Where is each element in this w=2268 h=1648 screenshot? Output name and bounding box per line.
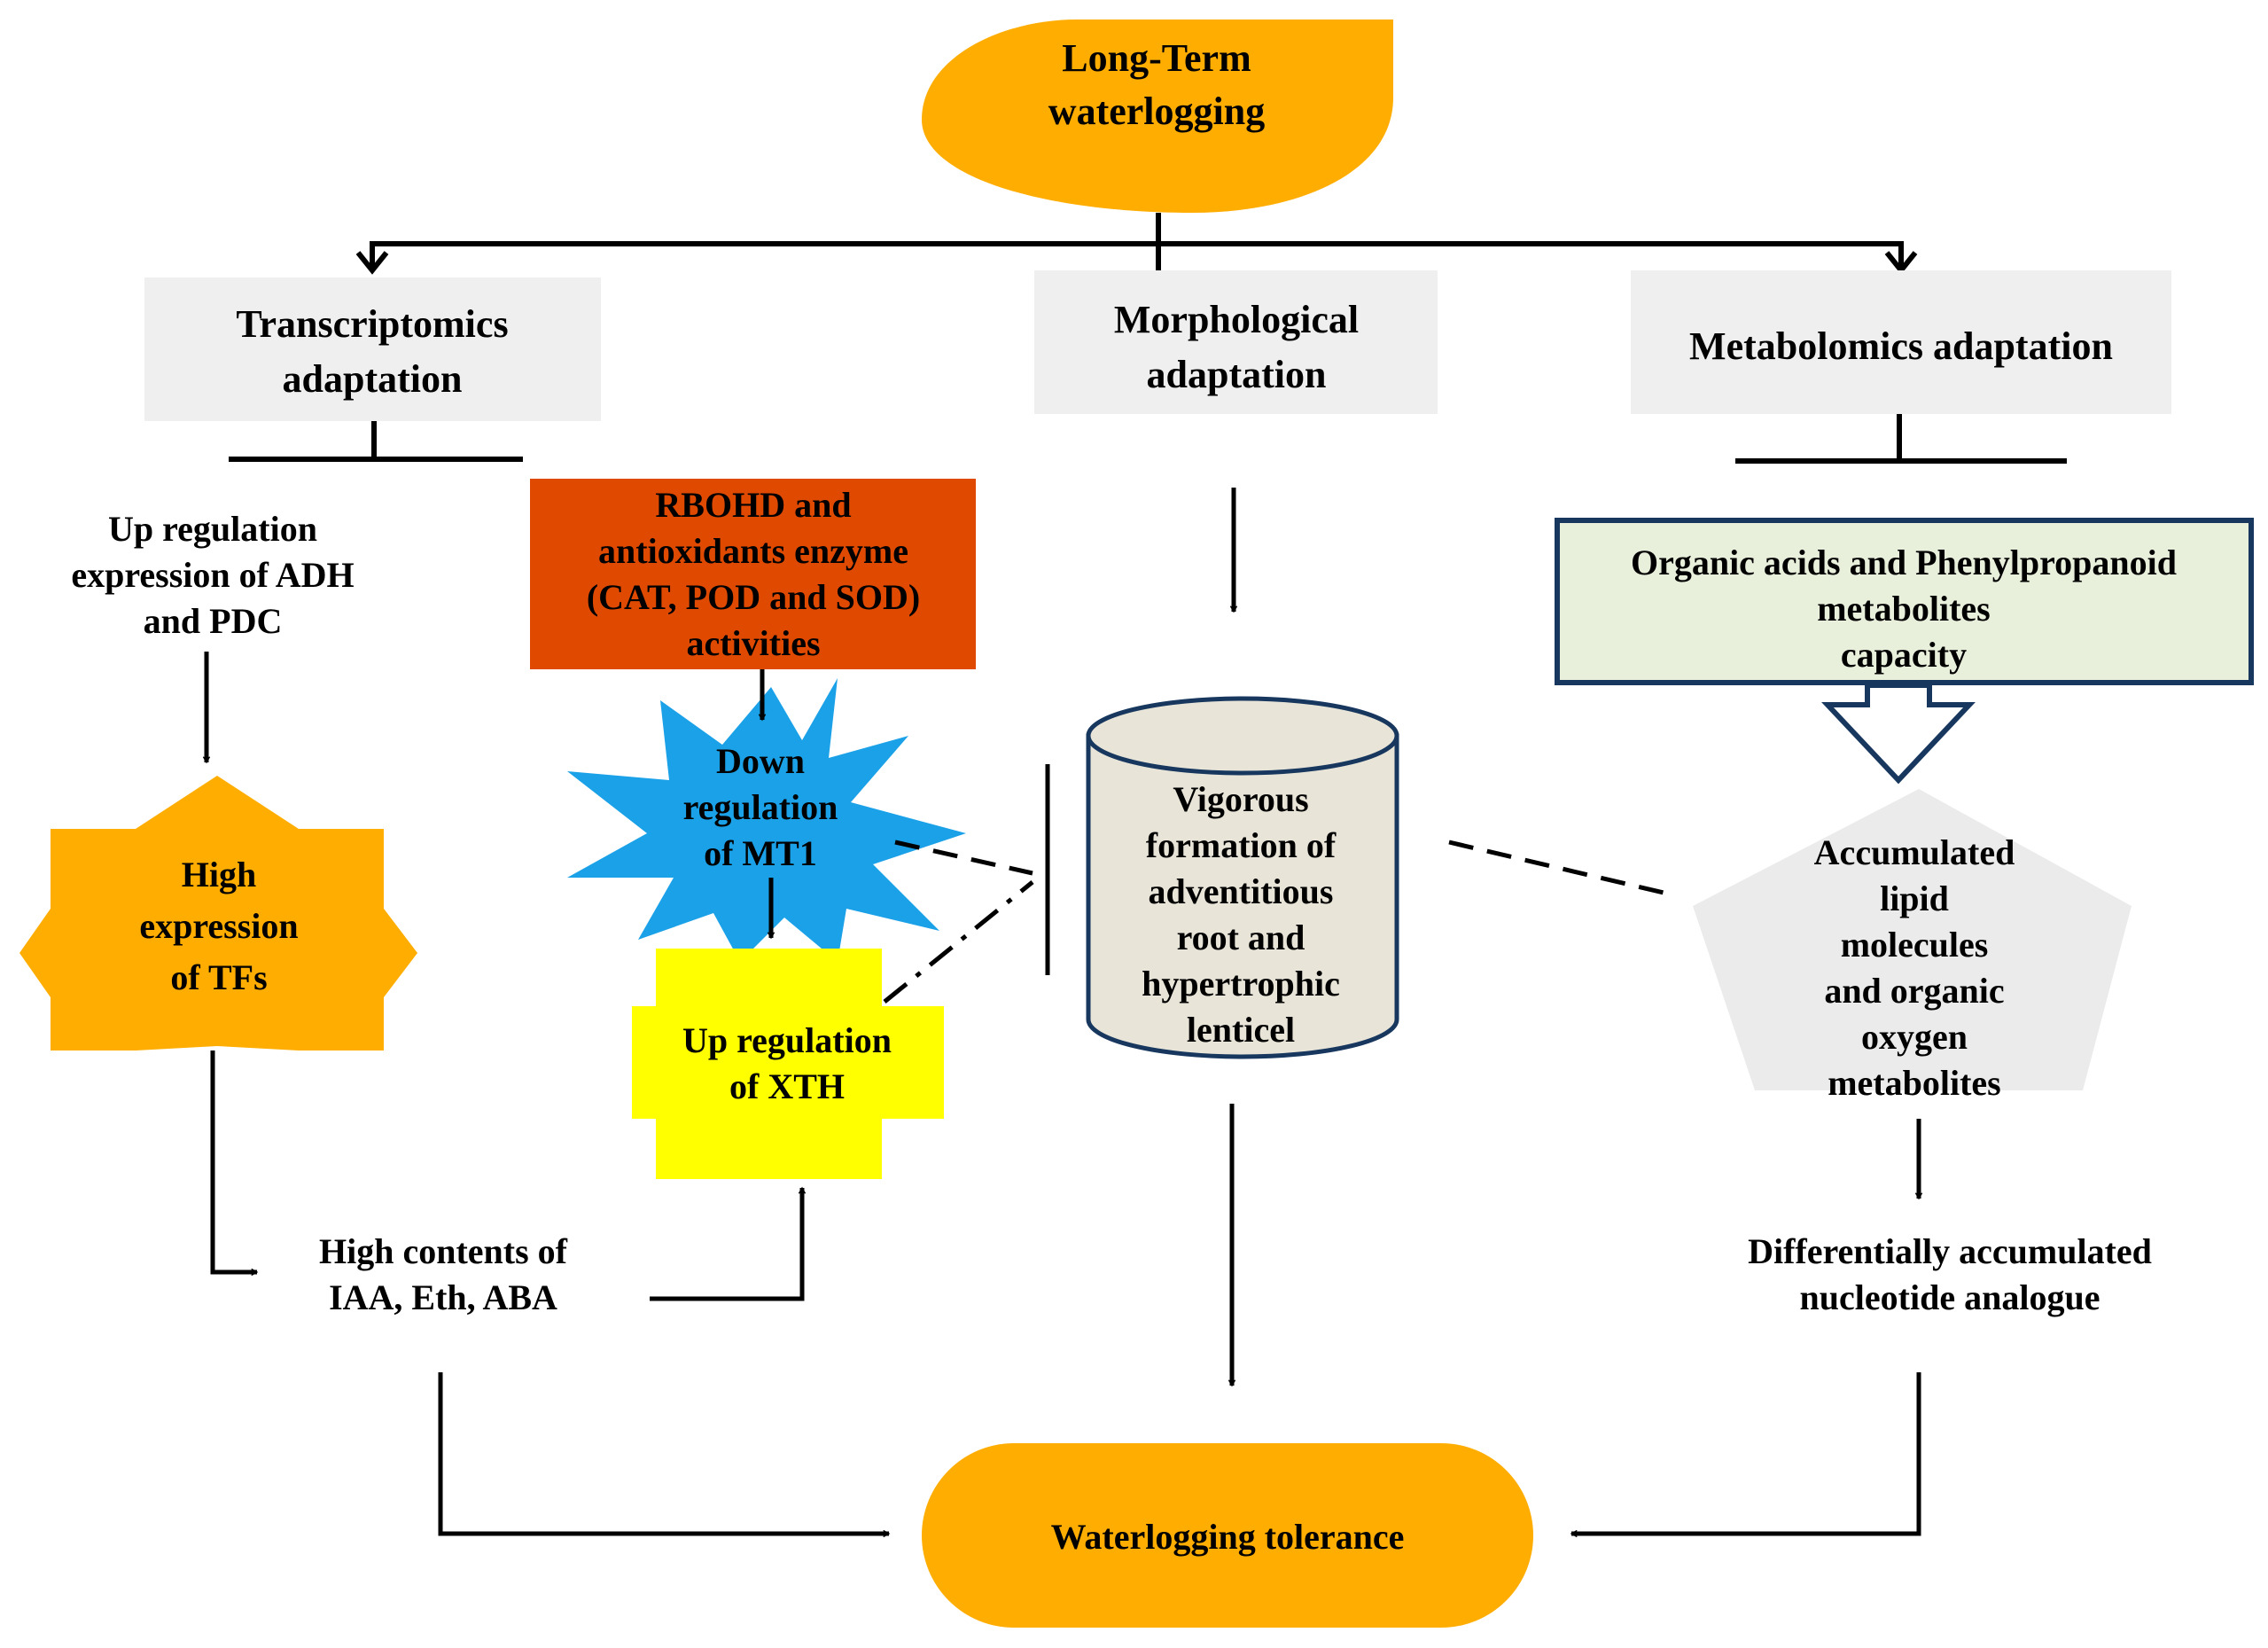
hormones-label-line-1: High contents of [319, 1231, 568, 1271]
lipids-label-line-1: Accumulated [1814, 832, 2015, 872]
tfs-label-line-3: of TFs [170, 957, 267, 997]
xth-cross [632, 949, 944, 1179]
top-connector [355, 213, 1918, 275]
cylinder-label-line-4: root and [1177, 918, 1305, 957]
lipids-label-line-4: and organic [1824, 971, 2004, 1011]
arrow-hormones-tolerance [438, 1372, 891, 1538]
nucleotide-label-line-1: Differentially accumulated [1748, 1231, 2152, 1271]
tolerance-label-line-1: Waterlogging tolerance [1051, 1517, 1405, 1557]
tolerance-node [922, 1443, 1533, 1628]
tfs-star [19, 776, 417, 1051]
metabolomics-box [1631, 270, 2171, 414]
block-arrow [1821, 683, 1976, 785]
lipids-label-line-2: lipid [1880, 879, 1949, 918]
xth-label-line-2: of XTH [729, 1066, 845, 1106]
arrow-tfs-hormones [210, 1051, 259, 1277]
organic-acids-box [1555, 518, 2254, 685]
cylinder-label-line-1: Vigorous [1173, 779, 1308, 819]
mt1-label-line-3: of MT1 [704, 833, 817, 873]
rbohd-label-line-1: RBOHD and [655, 485, 851, 525]
mt1-label-line-2: regulation [683, 787, 838, 827]
cylinder-node [1086, 696, 1399, 1059]
dashed-cylinder-lipids [1448, 840, 1676, 898]
rbohd-label-line-3: (CAT, POD and SOD) [587, 577, 920, 617]
rbohd-box [530, 479, 976, 669]
dashdot-xth-bar [883, 880, 1034, 1004]
morphological-label-line-1: Morphological [1114, 298, 1359, 341]
adh-pdc-label-line-3: and PDC [144, 601, 283, 641]
adh-pdc-label-line-2: expression of ADH [71, 555, 354, 595]
rbohd-label-line-4: activities [686, 623, 820, 663]
organic-acids-label-line-3: capacity [1841, 635, 1967, 675]
mt1-label-line-1: Down [716, 741, 805, 781]
nucleotide-label-line-2: nucleotide analogue [1800, 1277, 2100, 1317]
transcriptomics-label-line-1: Transcriptomics [236, 302, 508, 346]
transcriptomics-tbar [229, 421, 523, 462]
arrow-hormones-xth [650, 1186, 807, 1301]
morphological-box [1034, 270, 1438, 414]
cylinder-label-line-5: hypertrophic [1142, 964, 1340, 1004]
cylinder-label-line-3: adventitious [1149, 871, 1334, 911]
cylinder-label-line-2: formation of [1146, 825, 1337, 865]
adh-pdc-label-line-1: Up regulation [108, 509, 317, 549]
start-node [922, 20, 1393, 213]
dashed-mt1-bar [894, 840, 1033, 876]
tfs-label-line-2: expression [139, 906, 298, 946]
cylinder-label-line-6: lenticel [1187, 1010, 1295, 1050]
rbohd-label-line-2: antioxidants enzyme [598, 531, 908, 571]
organic-acids-label-line-2: metabolites [1817, 589, 1991, 629]
start-label-line-1: Long-Term [1062, 36, 1251, 80]
organic-acids-label-line-1: Organic acids and Phenylpropanoid [1631, 543, 2177, 582]
metabolomics-label-line-1: Metabolomics adaptation [1689, 324, 2113, 368]
transcriptomics-label-line-2: adaptation [283, 357, 463, 401]
lipids-label-line-5: oxygen [1861, 1017, 1968, 1057]
morphological-label-line-2: adaptation [1147, 353, 1327, 396]
metabolomics-tbar [1735, 414, 2067, 464]
tfs-label-line-1: High [182, 855, 256, 894]
arrow-nucleotide-tolerance [1570, 1372, 1921, 1538]
start-label-line-2: waterlogging [1048, 90, 1265, 133]
lipids-label-line-6: metabolites [1828, 1063, 2001, 1103]
lipids-pentagon [1693, 789, 2132, 1090]
mt1-starburst [567, 678, 966, 962]
lipids-label-line-3: molecules [1841, 925, 1989, 965]
xth-label-line-1: Up regulation [682, 1020, 892, 1060]
transcriptomics-box [144, 277, 601, 421]
hormones-label-line-2: IAA, Eth, ABA [329, 1277, 557, 1317]
